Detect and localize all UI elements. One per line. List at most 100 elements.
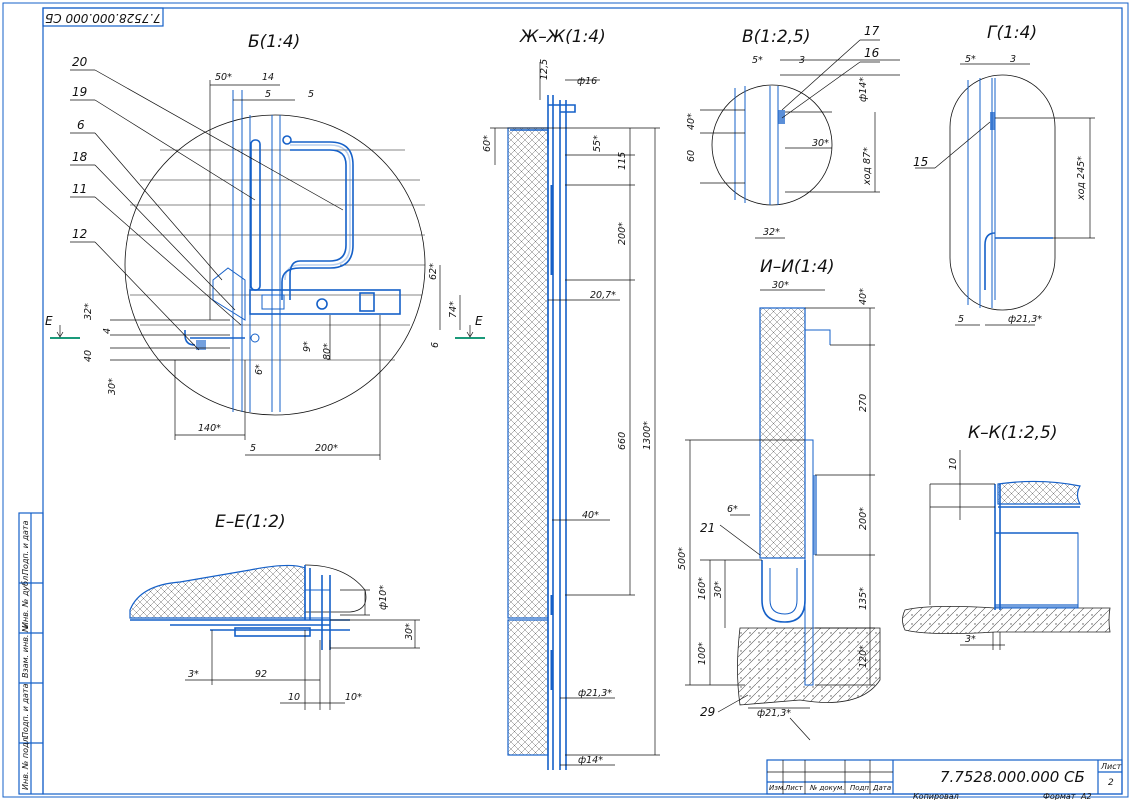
dim-label: 115 xyxy=(617,152,628,170)
dim-label: 3* xyxy=(188,669,199,680)
view-e-title: Е–Е(1:2) xyxy=(215,512,286,532)
rotated-code-box: 7.7528.000.000 СБ xyxy=(42,7,164,27)
position-number: 19 xyxy=(72,85,87,99)
dim-label: 32* xyxy=(83,303,94,320)
dim-label: 120* xyxy=(858,645,869,668)
dim-label: 3 xyxy=(1010,54,1016,65)
position-number: 11 xyxy=(72,182,87,196)
dim-label: 5* xyxy=(965,54,976,65)
dim-label: 40 xyxy=(83,350,94,362)
dim-label: 5 xyxy=(265,89,271,100)
dim-label: 9* xyxy=(302,341,313,352)
side-stamp-label: Инв. № подл. xyxy=(21,735,30,790)
view-k: К–К(1:2,5) 10 3* xyxy=(902,423,1111,650)
view-i-title: И–И(1:4) xyxy=(760,257,835,277)
view-v-title: В(1:2,5) xyxy=(742,27,811,47)
dim-label: 30* xyxy=(772,280,789,291)
position-number: 17 xyxy=(864,24,880,38)
tb-col-label: № докум. xyxy=(809,784,845,792)
sheet-label: Лист xyxy=(1100,762,1122,771)
dim-label: 32* xyxy=(763,227,780,238)
position-number: 21 xyxy=(700,521,715,535)
rotated-stamp-code: 7.7528.000.000 СБ xyxy=(45,11,161,25)
dim-label: 60 xyxy=(686,150,697,162)
view-v: В(1:2,5) 17 16 5* 3 ф14* 40* 60 30* xyxy=(686,24,900,239)
view-i: И–И(1:4) 30* 40* 270 xyxy=(677,257,881,741)
dim-label: 6* xyxy=(727,504,738,515)
dim-label: 5* xyxy=(752,55,763,66)
side-stamp-label: Инв. № дубл. xyxy=(21,573,30,628)
dim-label: 10 xyxy=(948,458,959,470)
tb-col-label: Подп. xyxy=(850,784,871,792)
format-value: A2 xyxy=(1080,792,1092,800)
dim-label: 5 xyxy=(308,89,314,100)
position-number: 29 xyxy=(700,705,715,719)
side-stamp-label: Подп. и дата xyxy=(21,520,30,575)
dim-label: 6 xyxy=(430,342,441,348)
dim-label: 30* xyxy=(404,623,415,640)
dim-label: 60* xyxy=(482,135,493,152)
dim-label: 40* xyxy=(858,288,869,305)
side-stamp-label: Взам. инв. № xyxy=(21,624,30,678)
dim-label: 30* xyxy=(812,138,829,149)
dim-label: 270 xyxy=(858,394,869,412)
position-number: 18 xyxy=(72,150,88,164)
dim-label: 20,7* xyxy=(590,290,616,301)
dim-label: 4 xyxy=(102,328,113,334)
dim-label: 92 xyxy=(255,669,267,680)
dim-label: ф21,3* xyxy=(1008,314,1042,325)
format-label: Формат xyxy=(1043,792,1076,800)
dim-label: 80* xyxy=(322,343,333,360)
copy-label: Копировал xyxy=(913,792,959,800)
position-number: 6 xyxy=(77,118,85,132)
dim-label: 62* xyxy=(428,263,439,280)
dim-label: ход 87* xyxy=(862,147,873,186)
cut-letter: Е xyxy=(45,314,53,328)
dim-label: ф14* xyxy=(578,755,603,766)
dim-label: 160* xyxy=(697,577,708,600)
dim-label: 100* xyxy=(697,642,708,665)
view-g-title: Г(1:4) xyxy=(987,23,1037,43)
dim-label: 12,5 xyxy=(539,59,550,80)
tb-col-label: Изм. xyxy=(769,784,785,792)
dim-label: 14 xyxy=(262,72,274,83)
dim-label: ф16 xyxy=(577,76,597,87)
position-number: 16 xyxy=(864,46,880,60)
view-g: Г(1:4) 15 5* 3 ход 245* 5 ф21,3* xyxy=(913,23,1095,326)
view-k-title: К–К(1:2,5) xyxy=(968,423,1057,443)
dim-label: 140* xyxy=(198,423,221,434)
dim-label: 10* xyxy=(345,692,362,703)
inner-frame xyxy=(42,7,1123,795)
dim-label: 500* xyxy=(677,547,688,570)
side-stamp-label: Подп. и дата xyxy=(21,683,30,738)
view-zh: Ж–Ж(1:4) 12,5 ф xyxy=(482,27,660,770)
dim-label: 50* xyxy=(215,72,232,83)
dim-label: 10 xyxy=(288,692,300,703)
view-e: Е–Е(1:2) ф10* 30* xyxy=(129,512,420,710)
dim-label: 40* xyxy=(582,510,599,521)
tb-col-label: Лист xyxy=(784,784,804,792)
dim-label: ф14* xyxy=(858,77,869,102)
dim-label: 6* xyxy=(254,364,265,375)
title-block: Изм. Лист № докум. Подп. Дата 7.7528.000… xyxy=(766,759,1123,800)
dim-label: ход 245* xyxy=(1076,156,1087,201)
dim-label: 200* xyxy=(617,222,628,245)
dim-label: ф10* xyxy=(378,585,389,610)
dim-label: 3 xyxy=(799,55,805,66)
sheet-number: 2 xyxy=(1108,778,1114,788)
dim-label: 660 xyxy=(617,432,628,450)
dim-label: 200* xyxy=(858,507,869,530)
title-block-code: 7.7528.000.000 СБ xyxy=(940,768,1085,786)
view-zh-title: Ж–Ж(1:4) xyxy=(519,27,606,47)
dim-label: 135* xyxy=(858,587,869,610)
view-b-title: Б(1:4) xyxy=(248,32,300,52)
dim-label: 40* xyxy=(686,113,697,130)
cut-letter: Е xyxy=(475,314,483,328)
cut-mark-e: Е Е xyxy=(45,314,485,339)
position-number: 20 xyxy=(72,55,88,69)
dim-label: 74* xyxy=(448,301,459,318)
side-stamp: Подп. и дата Инв. № дубл. Взам. инв. № П… xyxy=(18,512,44,795)
dim-label: 1300* xyxy=(642,421,653,450)
